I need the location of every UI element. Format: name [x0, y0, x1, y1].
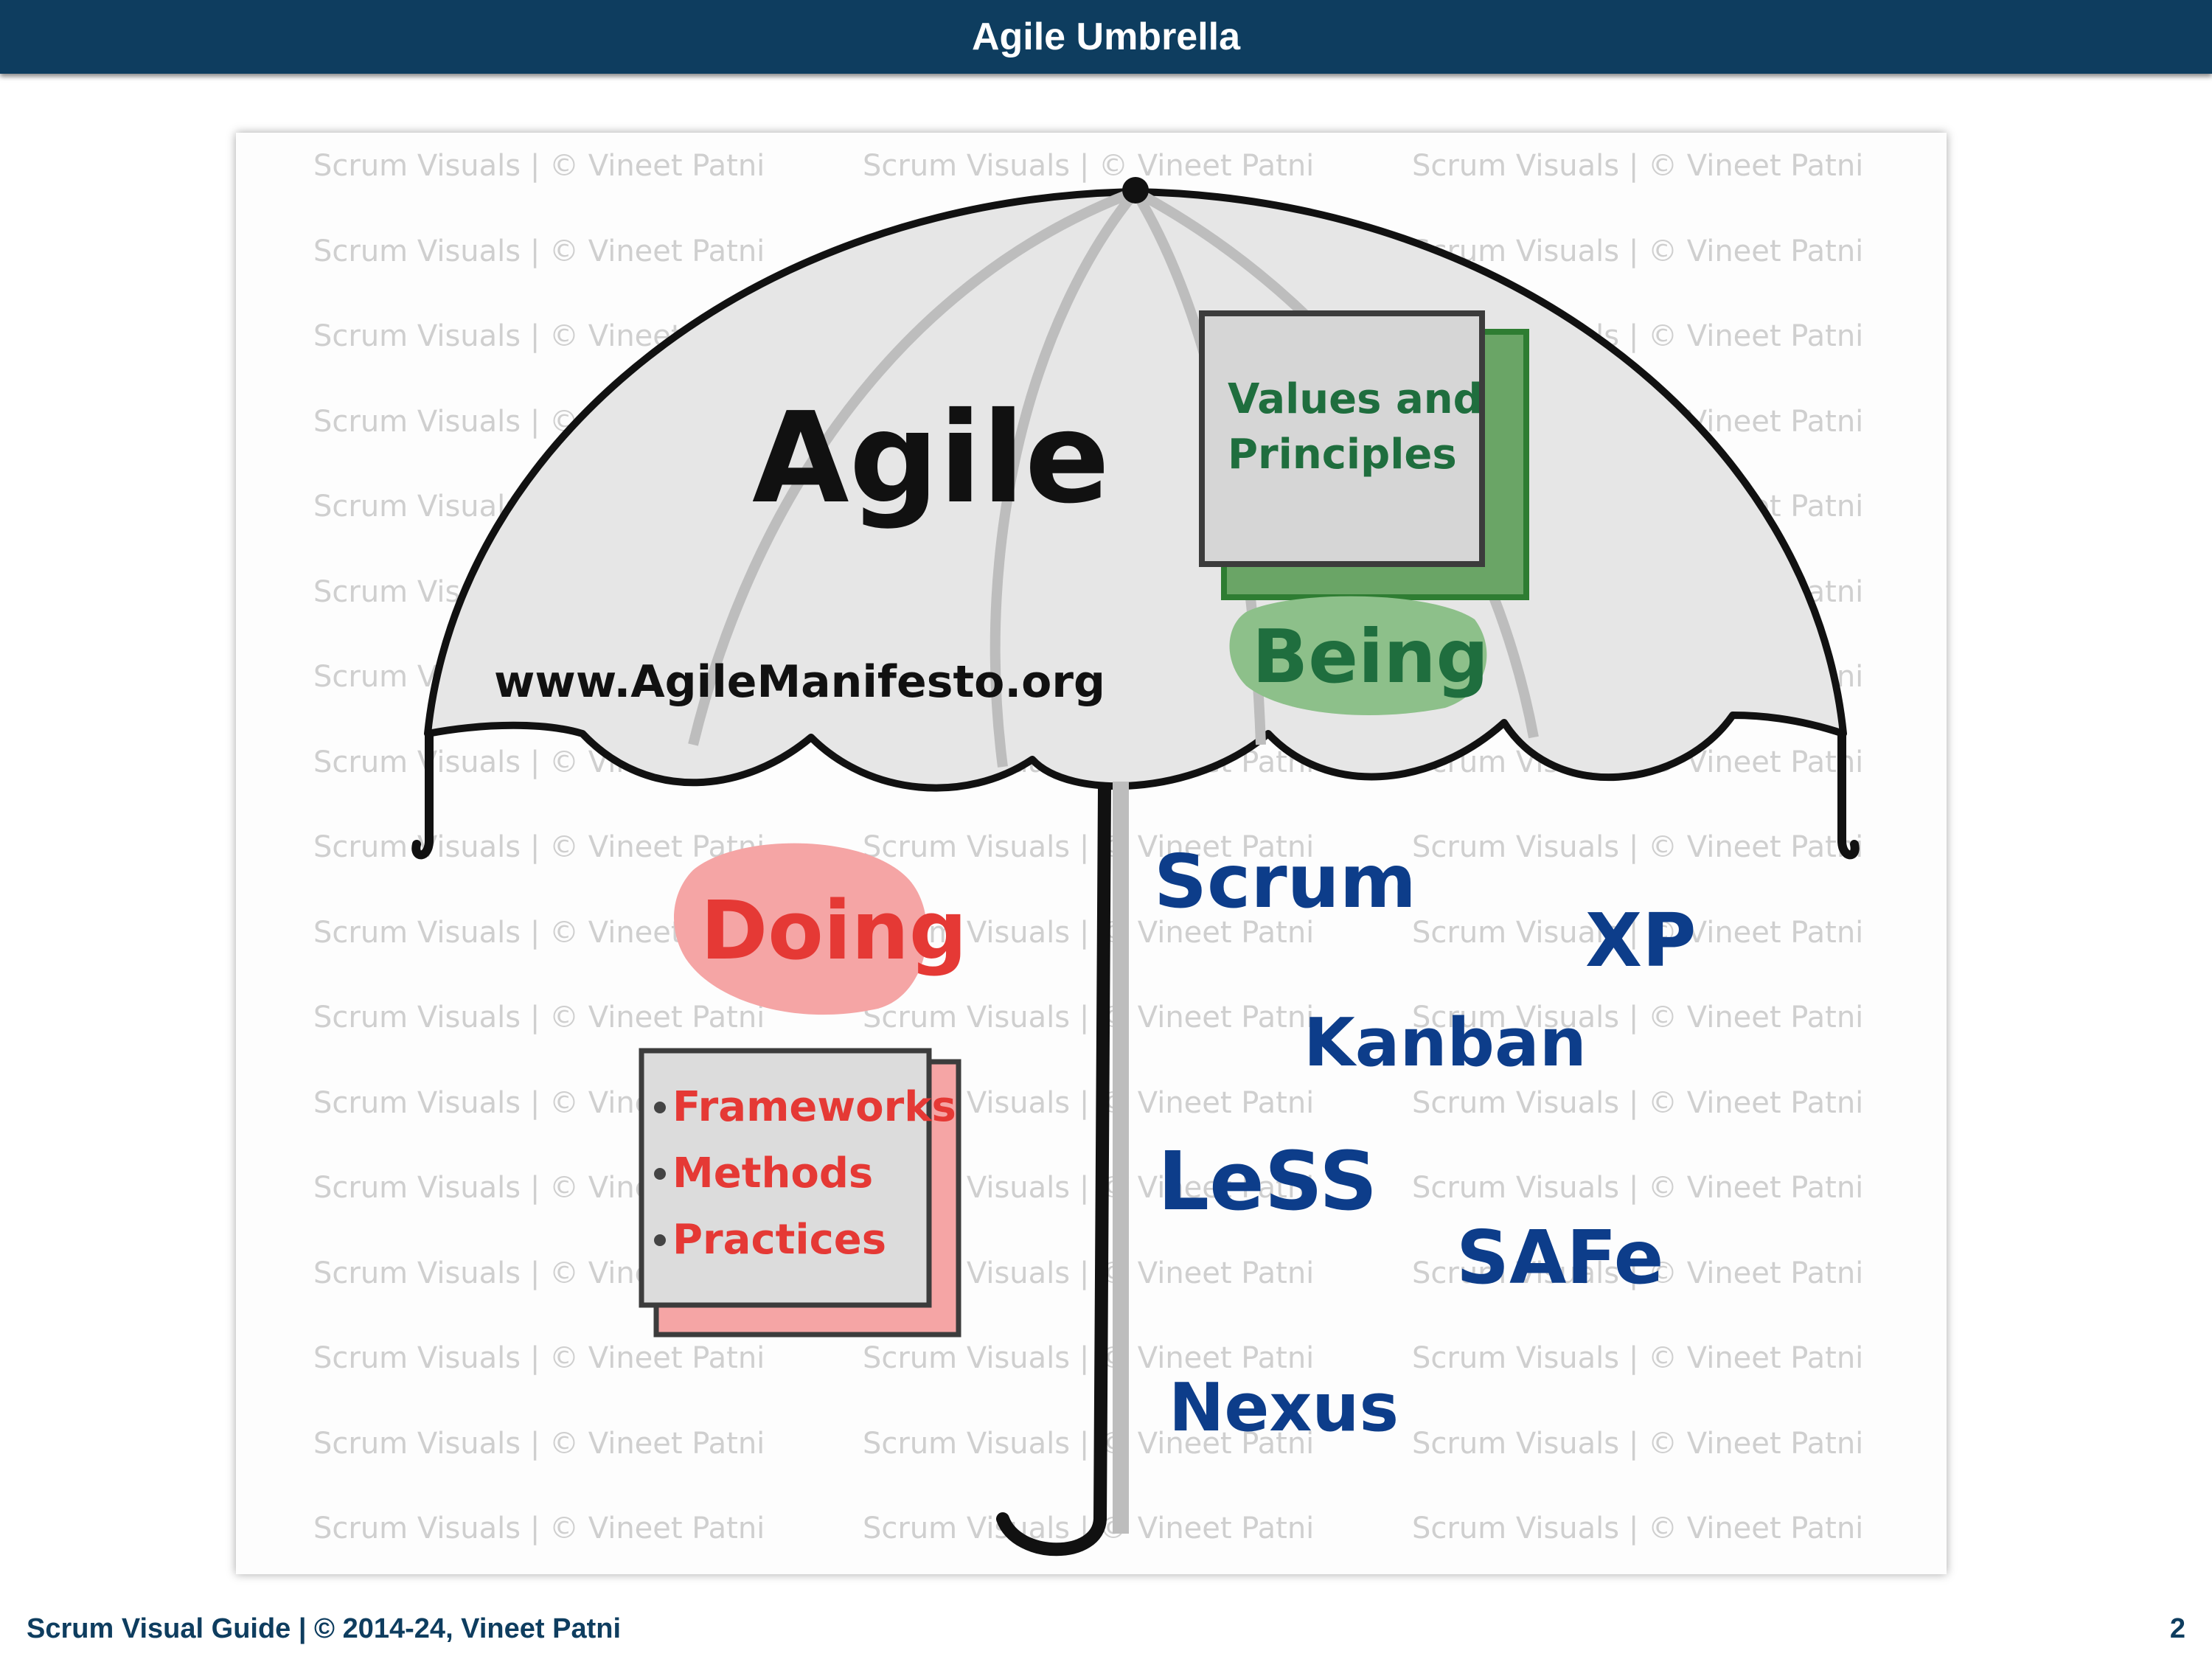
framework-kanban: Kanban — [1304, 1004, 1587, 1082]
umbrella-rib — [990, 188, 1140, 768]
doing-item-methods: Methods — [672, 1150, 873, 1197]
page-number: 2 — [2169, 1613, 2185, 1644]
agile-manifesto-url: www.AgileManifesto.org — [494, 656, 1105, 708]
umbrella-illustration: Agile www.AgileManifesto.org Values and … — [411, 177, 1860, 1557]
page-title: Agile Umbrella — [971, 15, 1241, 58]
umbrella-rim-hook — [411, 729, 434, 860]
being-highlight — [1229, 596, 1487, 715]
values-line-2: Principles — [1228, 431, 1457, 479]
umbrella-rib — [688, 187, 1138, 746]
doing-item-practices: Practices — [672, 1216, 886, 1264]
framework-safe: SAFe — [1456, 1214, 1664, 1301]
umbrella-tip — [1122, 177, 1149, 204]
doing-box — [639, 1048, 932, 1308]
being-label: Being — [1252, 613, 1489, 700]
bullet-icon — [654, 1102, 666, 1113]
doing-label: Doing — [700, 883, 967, 978]
agile-title: Agile — [752, 386, 1110, 532]
values-line-1: Values and — [1228, 375, 1483, 423]
footer-credit: Scrum Visual Guide | © 2014-24, Vineet P… — [27, 1613, 621, 1644]
values-box — [1199, 310, 1485, 567]
framework-nexus: Nexus — [1169, 1369, 1399, 1447]
umbrella-shaft — [996, 782, 1111, 1557]
doing-highlight — [673, 843, 928, 1015]
framework-scrum: Scrum — [1154, 838, 1416, 925]
header-bar: Agile Umbrella — [0, 0, 2212, 74]
umbrella-rim-hook — [1837, 729, 1860, 860]
framework-xp: XP — [1585, 897, 1696, 984]
bullet-icon — [654, 1234, 666, 1246]
bullet-icon — [654, 1168, 666, 1180]
framework-less: LeSS — [1158, 1134, 1377, 1228]
doing-item-frameworks: Frameworks — [672, 1083, 956, 1131]
